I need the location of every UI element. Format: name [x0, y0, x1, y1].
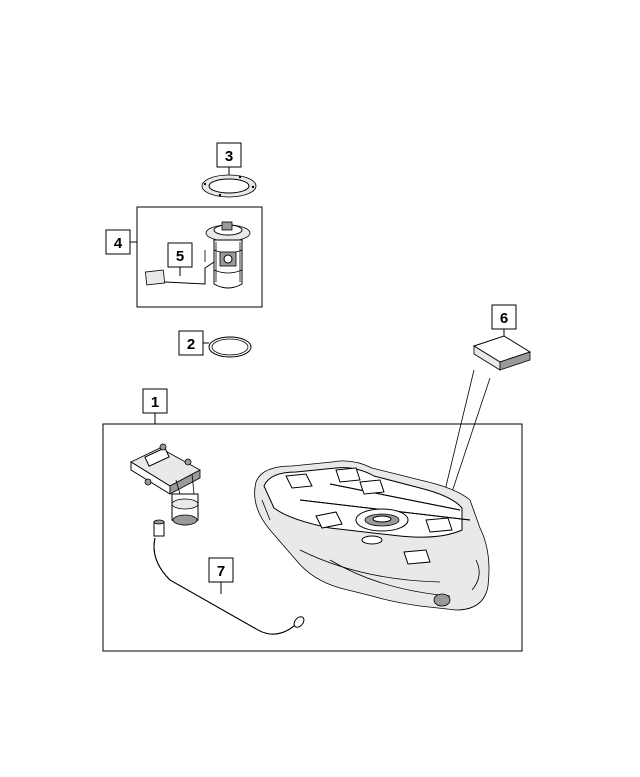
callout-4: 4: [105, 229, 131, 255]
callout-6: 6: [491, 304, 517, 330]
insulator-pad-part: [472, 335, 532, 371]
rollover-valve-part: [130, 443, 201, 537]
callout-7: 7: [208, 557, 234, 583]
lock-ring-part: [201, 174, 257, 198]
callout-2-label: 2: [187, 336, 195, 353]
fuel-tank-part: [254, 460, 490, 611]
callout-5: 5: [167, 242, 193, 268]
fuel-pump-module-frame: [136, 206, 263, 308]
fuel-tank-assembly-frame: [102, 423, 523, 652]
callout-5-label: 5: [176, 248, 184, 265]
o-ring-part: [208, 336, 252, 358]
callout-2: 2: [178, 330, 204, 356]
callout-4-label: 4: [114, 235, 123, 252]
fuel-line-part: [153, 537, 305, 635]
callout-6-label: 6: [500, 310, 508, 327]
callout-7-label: 7: [217, 563, 225, 580]
fuel-pump-module-part: [144, 221, 251, 289]
callout-1: 1: [142, 388, 168, 414]
callout-3: 3: [216, 142, 242, 168]
callout-3-label: 3: [225, 148, 233, 165]
callout-1-label: 1: [151, 394, 159, 411]
